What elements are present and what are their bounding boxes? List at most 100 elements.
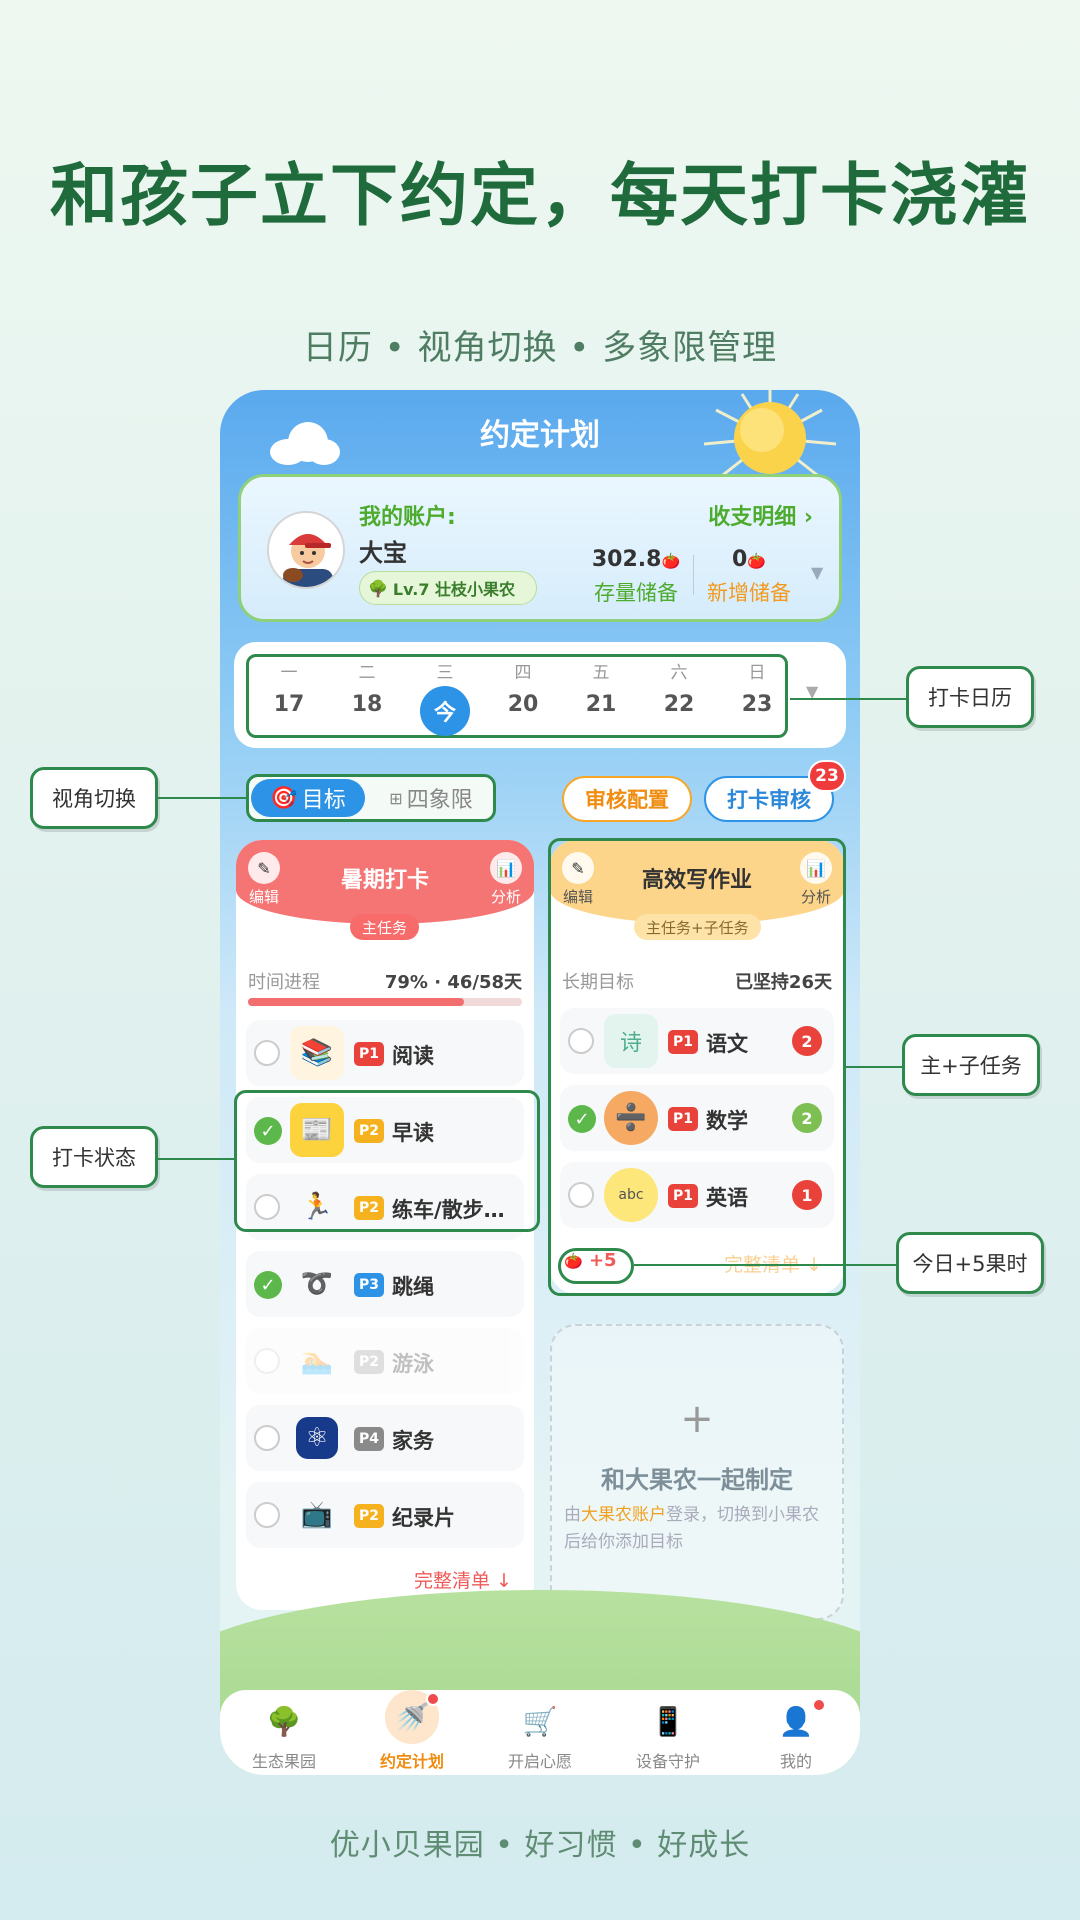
subtask-row[interactable]: ✓ ➗ P1 数学 2 <box>560 1085 834 1151</box>
check-radio[interactable] <box>568 1028 594 1054</box>
calendar-highlight <box>246 654 788 738</box>
nav-item-wish[interactable]: 🛒 开启心愿 <box>476 1698 604 1772</box>
review-config-button[interactable]: 审核配置 <box>562 776 692 822</box>
headline: 和孩子立下约定，每天打卡浇灌 <box>49 157 1030 236</box>
watering-can-icon: 🚿 <box>385 1690 439 1744</box>
stick-figure-icon: 🏃 <box>300 1192 334 1222</box>
check-done-icon[interactable]: ✓ <box>568 1105 596 1133</box>
card-title: 高效写作业 <box>641 868 752 893</box>
priority-badge: P1 <box>668 1184 698 1208</box>
long-term-label: 长期目标 <box>562 972 634 993</box>
transaction-detail-link[interactable]: 收支明细 › <box>708 499 813 531</box>
priority-badge: P2 <box>354 1196 384 1220</box>
nav-item-plan[interactable]: 🚿 约定计划 <box>348 1690 476 1772</box>
checkin-review-button[interactable]: 打卡审核 <box>704 776 834 822</box>
analyze-label: 分析 <box>800 888 831 906</box>
bottom-nav: 🌳 生态果园 🚿 约定计划 🛒 开启心愿 📱 设备守护 👤 我的 <box>220 1690 860 1775</box>
calendar-day[interactable]: 20 <box>507 692 539 717</box>
task-name: 游泳 <box>392 1352 434 1376</box>
tab-goals[interactable]: 🎯 目标 <box>251 779 365 817</box>
stock-label: 存量储备 <box>594 581 678 605</box>
user-icon: 👤 <box>778 1704 814 1738</box>
level-text: Lv.7 壮枝小果农 <box>392 580 516 599</box>
boy-avatar-icon <box>283 534 333 587</box>
subtask-row[interactable]: abc P1 英语 1 <box>560 1162 834 1228</box>
weekday-label: 三 <box>436 663 454 683</box>
check-radio[interactable] <box>254 1348 280 1374</box>
goal-card-summer: ✎ 编辑 暑期打卡 📊 分析 主任务 时间进程 79% · 46/58天 📚 P… <box>236 840 534 1610</box>
calendar-day[interactable]: 17 <box>273 692 305 717</box>
check-done-icon[interactable]: ✓ <box>254 1271 282 1299</box>
check-radio[interactable] <box>254 1425 280 1451</box>
level-badge: 🌳 Lv.7 壮枝小果农 <box>359 571 537 605</box>
subtask-row[interactable]: 诗 P1 语文 2 <box>560 1008 834 1074</box>
check-done-icon[interactable]: ✓ <box>254 1117 282 1145</box>
subline: 日历 • 视角切换 • 多象限管理 <box>302 328 778 368</box>
progress-label: 时间进程 <box>248 972 320 993</box>
phone-screen: 约定计划 我的账户: 大宝 🌳 Lv.7 壮枝小果农 收支明细 › 302.8🍅 <box>220 390 860 1775</box>
stat-divider <box>693 555 694 595</box>
nav-label: 开启心愿 <box>507 1752 572 1771</box>
caret-down-icon[interactable]: ▼ <box>811 563 824 582</box>
task-name: 跳绳 <box>392 1275 434 1299</box>
subtask-count-badge: 2 <box>792 1026 822 1056</box>
target-icon: 🎯 <box>270 785 298 811</box>
fruit-icon: 🍅 <box>661 552 681 570</box>
card-title: 暑期打卡 <box>340 868 429 893</box>
checkin-calendar: 一 二 三 四 五 六 日 17 18 今 20 21 22 23 ▼ <box>234 642 846 748</box>
calendar-day[interactable]: 18 <box>351 692 383 717</box>
calendar-day[interactable]: 23 <box>741 692 773 717</box>
check-radio[interactable] <box>254 1040 280 1066</box>
progress-fill <box>248 998 465 1006</box>
callout-line <box>158 797 248 799</box>
full-list-link[interactable]: 完整清单 ↓ <box>414 1570 512 1592</box>
tab-goals-label: 目标 <box>301 788 346 813</box>
task-row[interactable]: ✓ ➰ P3 跳绳 <box>246 1251 524 1317</box>
callout-line <box>790 698 908 700</box>
caret-down-icon[interactable]: ▼ <box>806 682 819 701</box>
weekday-label: 四 <box>514 663 532 683</box>
priority-badge: P3 <box>354 1273 384 1297</box>
callout-view-switch: 视角切换 <box>30 767 158 829</box>
weekday-label: 日 <box>748 663 766 683</box>
nav-item-orchard[interactable]: 🌳 生态果园 <box>220 1698 348 1772</box>
detail-link-label: 收支明细 <box>708 505 797 530</box>
task-name: 家务 <box>392 1429 434 1453</box>
chart-icon[interactable]: 📊 <box>490 852 522 884</box>
tv-icon: 📺 <box>300 1500 334 1530</box>
task-row[interactable]: 🏊 P2 游泳 <box>246 1328 524 1394</box>
priority-badge: P1 <box>354 1042 384 1066</box>
check-radio[interactable] <box>568 1182 594 1208</box>
check-radio[interactable] <box>254 1502 280 1528</box>
jump-rope-icon: ➰ <box>300 1269 334 1299</box>
callout-checkin-status: 打卡状态 <box>30 1126 158 1188</box>
edit-icon[interactable]: ✎ <box>562 852 594 884</box>
callout-main-sub: 主+子任务 <box>902 1034 1040 1096</box>
add-goal-placeholder[interactable]: + 和大果农一起制定 由大果农账户登录，切换到小果农后给你添加目标 <box>550 1324 844 1620</box>
check-radio[interactable] <box>254 1194 280 1220</box>
new-label: 新增储备 <box>707 581 791 605</box>
phone-guard-icon: 📱 <box>650 1704 686 1738</box>
task-row[interactable]: 📺 P2 纪录片 <box>246 1482 524 1548</box>
nav-item-me[interactable]: 👤 我的 <box>732 1698 860 1772</box>
chart-icon[interactable]: 📊 <box>800 852 832 884</box>
task-row[interactable]: ✓ 📰 P2 早读 <box>246 1097 524 1163</box>
tree-icon: 🌳 <box>266 1704 302 1738</box>
calendar-day[interactable]: 22 <box>663 692 695 717</box>
nav-item-device[interactable]: 📱 设备守护 <box>604 1698 732 1772</box>
avatar[interactable] <box>267 511 345 589</box>
calendar-day[interactable]: 21 <box>585 692 617 717</box>
tab-quadrants[interactable]: ⊞ 四象限 <box>373 779 489 817</box>
task-row[interactable]: ⚛ P4 家务 <box>246 1405 524 1471</box>
edit-icon[interactable]: ✎ <box>248 852 280 884</box>
priority-badge: P2 <box>354 1350 384 1374</box>
atom-icon: ⚛ <box>296 1417 338 1459</box>
subtask-count-badge: 2 <box>792 1103 822 1133</box>
books-icon: 📚 <box>290 1026 344 1080</box>
task-row[interactable]: 📚 P1 阅读 <box>246 1020 524 1086</box>
priority-badge: P2 <box>354 1504 384 1528</box>
calendar-day-today[interactable]: 今 <box>420 686 470 736</box>
callout-calendar: 打卡日历 <box>906 666 1034 728</box>
card-header <box>236 840 534 924</box>
account-label: 我的账户: <box>359 505 456 530</box>
